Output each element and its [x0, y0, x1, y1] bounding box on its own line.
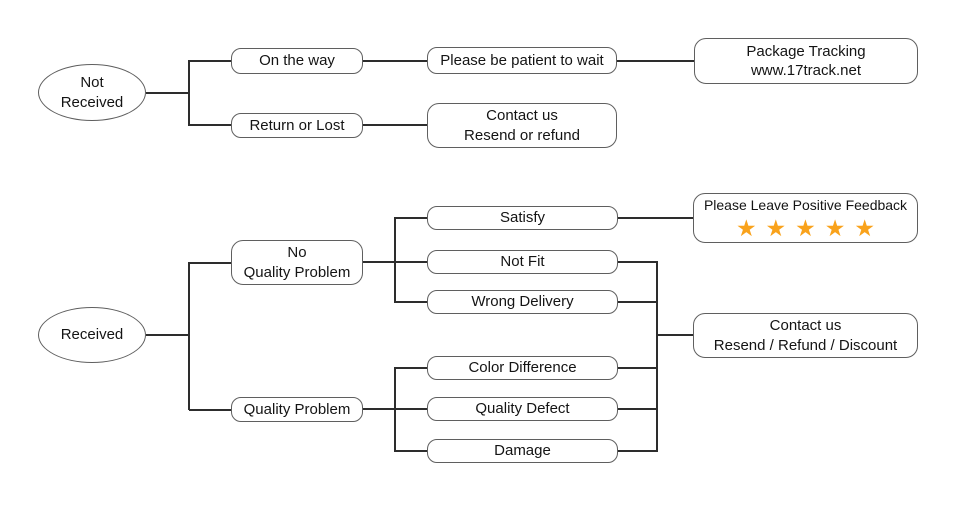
- connector-line: [394, 301, 427, 303]
- connector-line: [657, 334, 693, 336]
- node-received: Received: [38, 307, 146, 363]
- node-contact-resend-refund: Contact us Resend or refund: [427, 103, 617, 148]
- node-please-be-patient: Please be patient to wait: [427, 47, 617, 74]
- node-damage: Damage: [427, 439, 618, 463]
- node-label: Quality Problem: [243, 263, 351, 281]
- node-no-quality-problem: No Quality Problem: [231, 240, 363, 285]
- connector-line: [394, 367, 396, 452]
- node-label: Satisfy: [499, 209, 545, 227]
- node-label: Resend or refund: [464, 126, 580, 144]
- node-label: No: [287, 244, 307, 261]
- node-contact-resend-refund-discount: Contact us Resend / Refund / Discount: [693, 313, 918, 358]
- node-quality-defect: Quality Defect: [427, 397, 618, 421]
- node-label: Color Difference: [468, 359, 577, 377]
- node-label: Not Fit: [500, 253, 545, 271]
- node-quality-problem: Quality Problem: [231, 397, 363, 422]
- node-label: Wrong Delivery: [471, 293, 574, 311]
- node-label: Resend / Refund / Discount: [713, 336, 898, 354]
- node-satisfy: Satisfy: [427, 206, 618, 230]
- node-label: On the way: [259, 52, 335, 70]
- connector-line: [188, 262, 190, 410]
- connector-line: [618, 261, 656, 263]
- connector-line: [656, 261, 658, 452]
- node-label: Please be patient to wait: [440, 51, 604, 69]
- node-return-or-lost: Return or Lost: [231, 113, 363, 138]
- node-color-difference: Color Difference: [427, 356, 618, 380]
- connector-line: [618, 217, 693, 219]
- node-label: Not: [80, 74, 104, 91]
- connector-line: [618, 301, 656, 303]
- node-package-tracking: Package Tracking www.17track.net: [694, 38, 918, 84]
- connector-line: [146, 334, 188, 336]
- connector-line: [394, 217, 427, 219]
- node-on-the-way: On the way: [231, 48, 363, 74]
- node-label: Return or Lost: [249, 116, 345, 134]
- tracking-url: www.17track.net: [750, 62, 862, 79]
- node-label: Contact us: [486, 107, 558, 124]
- connector-line: [189, 262, 231, 264]
- connector-line: [618, 408, 656, 410]
- node-label: Please Leave Positive Feedback: [703, 197, 908, 214]
- connector-line: [617, 60, 694, 62]
- node-label: Received: [60, 93, 124, 111]
- five-star-rating-icon: ★★★★★: [735, 214, 885, 241]
- connector-line: [394, 217, 396, 303]
- connector-line: [189, 124, 231, 126]
- node-label: Package Tracking: [746, 42, 866, 60]
- connector-line: [394, 450, 427, 452]
- connector-line: [189, 409, 231, 411]
- node-label: Contact us: [769, 317, 842, 334]
- connector-line: [146, 92, 189, 94]
- node-label: Quality Defect: [475, 400, 570, 418]
- node-label: Received: [60, 326, 124, 344]
- node-label: Quality Problem: [243, 400, 351, 418]
- node-not-fit: Not Fit: [427, 250, 618, 274]
- connector-line: [188, 60, 190, 126]
- node-label: Damage: [494, 442, 551, 460]
- node-not-received: Not Received: [38, 64, 146, 121]
- connector-line: [618, 450, 656, 452]
- connector-line: [189, 60, 231, 62]
- connector-line: [363, 60, 427, 62]
- node-wrong-delivery: Wrong Delivery: [427, 290, 618, 314]
- node-positive-feedback: Please Leave Positive Feedback ★★★★★: [693, 193, 918, 243]
- connector-line: [394, 367, 427, 369]
- connector-line: [618, 367, 656, 369]
- connector-line: [363, 124, 427, 126]
